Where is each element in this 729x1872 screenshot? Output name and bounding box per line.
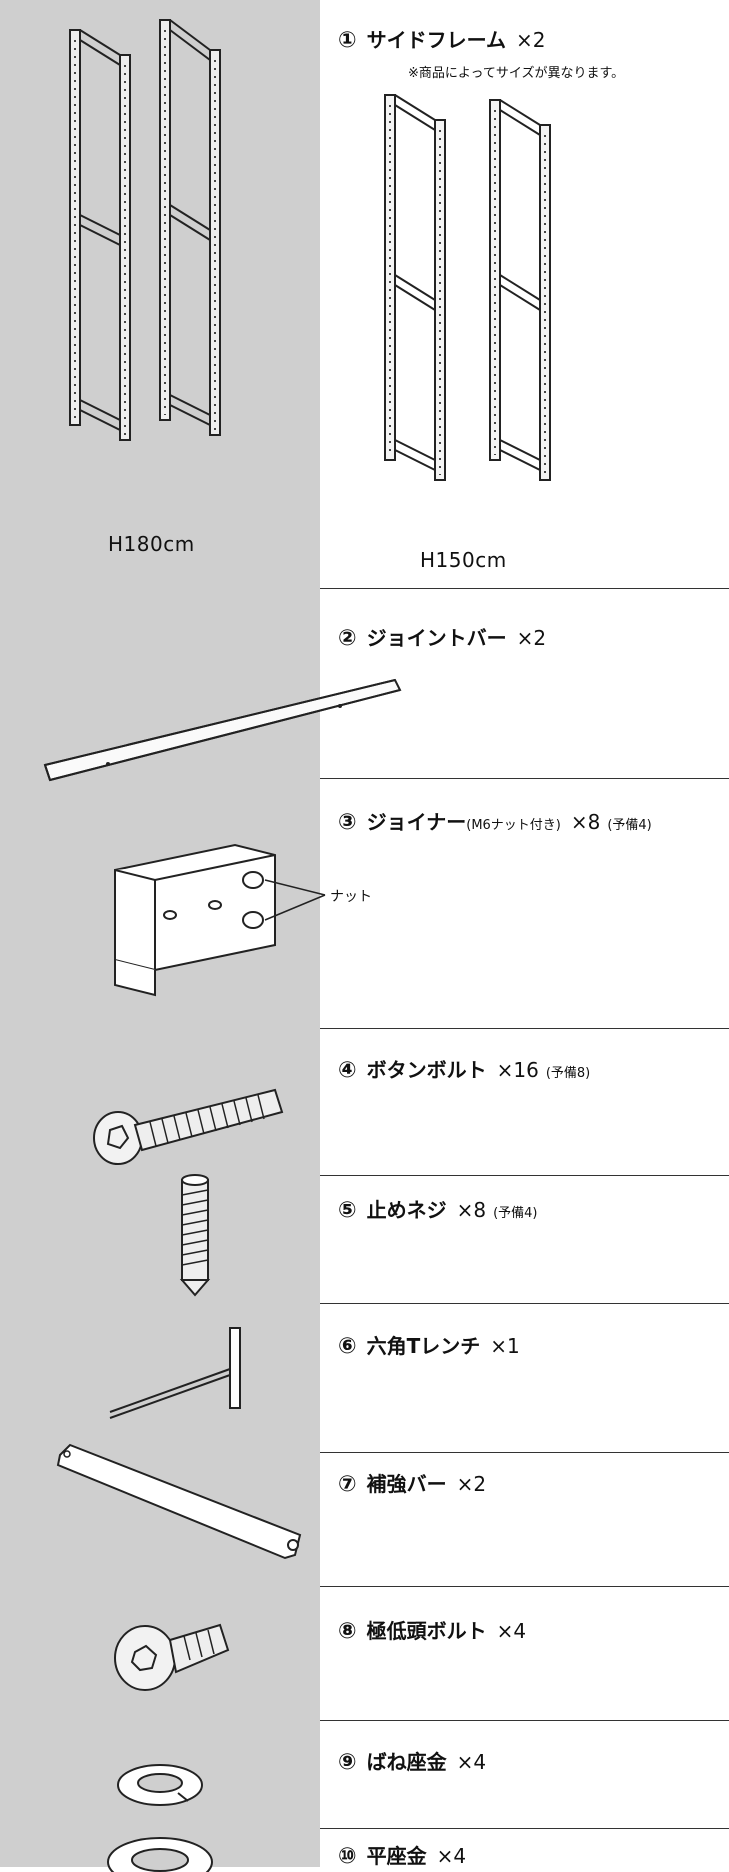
divider xyxy=(320,1303,729,1304)
flat-washer-illustration xyxy=(107,1837,213,1872)
joiner-illustration xyxy=(114,843,326,997)
divider xyxy=(320,778,729,779)
divider xyxy=(320,588,729,589)
button-bolt-illustration xyxy=(93,1088,284,1165)
joint-bar-illustration xyxy=(43,678,402,782)
divider xyxy=(320,1586,729,1587)
frame-h180-caption: H180cm xyxy=(108,532,195,556)
divider xyxy=(320,1175,729,1176)
divider xyxy=(320,1720,729,1721)
set-screw-illustration xyxy=(179,1174,211,1297)
divider xyxy=(320,1452,729,1453)
hex-t-wrench-illustration xyxy=(109,1327,241,1419)
low-head-bolt-illustration xyxy=(114,1623,230,1691)
divider xyxy=(320,1828,729,1829)
side-frame-h150-illustration xyxy=(384,94,551,481)
reinforcement-bar-illustration xyxy=(56,1443,302,1560)
divider xyxy=(320,1028,729,1029)
part-1-note: ※商品によってサイズが異なります。 xyxy=(408,66,625,81)
side-frame-h180-illustration xyxy=(69,19,221,441)
frame-h150-caption: H150cm xyxy=(420,548,507,572)
spring-washer-illustration xyxy=(117,1764,203,1806)
nut-label: ナット xyxy=(330,889,372,905)
